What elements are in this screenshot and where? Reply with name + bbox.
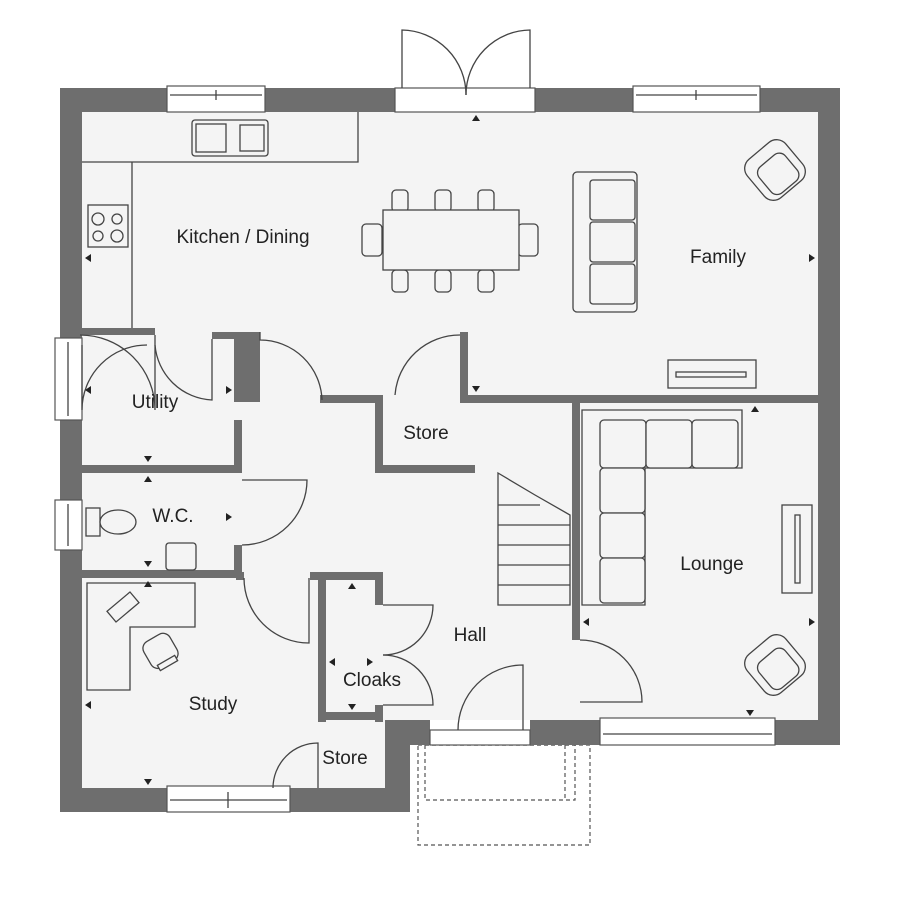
toilet-icon [99, 509, 137, 535]
room-label-cloaks: Cloaks [342, 670, 402, 691]
interior-walls [82, 328, 818, 722]
staircase [497, 471, 571, 606]
room-label-utility: Utility [131, 392, 179, 413]
armchair-icon [744, 139, 806, 201]
doors [79, 332, 643, 789]
kitchen-fittings [82, 112, 359, 328]
keyboard-icon [106, 591, 140, 623]
family-furniture [572, 139, 806, 389]
study-furniture [86, 582, 196, 691]
lounge-furniture [581, 409, 813, 696]
room-label-study: Study [188, 694, 238, 715]
windows [54, 85, 776, 813]
room-label-kitchen-dining: Kitchen / Dining [176, 227, 310, 248]
room-label-lounge: Lounge [680, 554, 744, 575]
dimension-arrows [85, 115, 815, 785]
office-chair-icon [142, 632, 179, 672]
room-label-hall: Hall [453, 625, 487, 646]
room-label-wc: W.C. [152, 506, 194, 527]
room-label-store-upper: Store [403, 423, 449, 444]
room-label-store-lower: Store [322, 748, 368, 769]
armchair-icon [744, 634, 806, 696]
hob-icon [87, 204, 129, 248]
wc-fittings [85, 507, 197, 571]
french-doors [394, 29, 536, 113]
basin-icon [165, 542, 197, 571]
dining-table [361, 189, 539, 293]
room-label-family: Family [690, 247, 746, 268]
